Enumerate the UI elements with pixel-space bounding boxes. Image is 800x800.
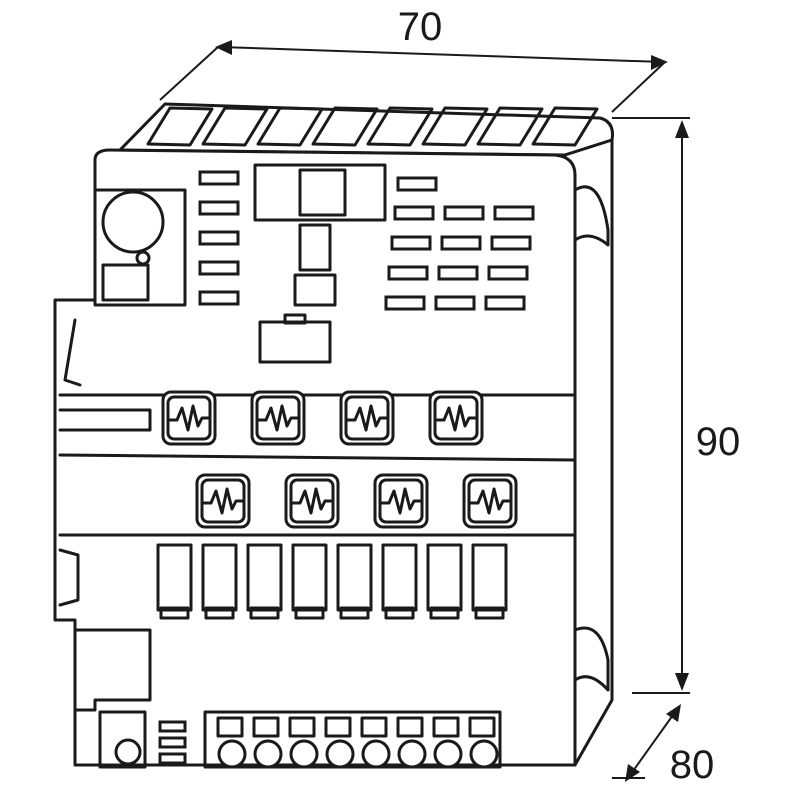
indicator-led bbox=[390, 235, 432, 251]
vent-slot bbox=[366, 106, 434, 147]
indicator-led bbox=[490, 235, 532, 251]
vent-slot bbox=[146, 106, 214, 147]
fuse-modules bbox=[161, 390, 518, 529]
top-vents bbox=[146, 106, 599, 147]
fuse-symbol-icon bbox=[468, 487, 512, 515]
relay-slot[interactable] bbox=[291, 543, 328, 620]
terminal-screw[interactable] bbox=[433, 739, 463, 769]
center-slot-module bbox=[253, 163, 387, 364]
terminal-screw[interactable] bbox=[469, 739, 499, 769]
indicator-led bbox=[393, 205, 435, 221]
indicator-led bbox=[198, 170, 240, 186]
depth-dimension: 80 bbox=[612, 704, 714, 787]
indicator-led bbox=[198, 260, 240, 276]
relay-slot[interactable] bbox=[201, 543, 238, 620]
fuse-symbol-icon bbox=[434, 404, 478, 432]
indicator-led bbox=[434, 295, 476, 311]
fuse-module[interactable] bbox=[250, 390, 306, 446]
bottom-terminal-block bbox=[98, 710, 502, 769]
indicator-led bbox=[198, 230, 240, 246]
indicator-led bbox=[493, 205, 535, 221]
right-indicator-grid bbox=[384, 176, 535, 311]
terminal-screw[interactable] bbox=[397, 739, 427, 769]
indicator-led bbox=[396, 176, 438, 192]
fuse-symbol-icon bbox=[256, 404, 300, 432]
left-indicator-column bbox=[198, 170, 240, 306]
fuse-module[interactable] bbox=[339, 390, 395, 446]
vent-slot bbox=[476, 106, 544, 147]
fuse-symbol-icon bbox=[379, 487, 423, 515]
vent-slot bbox=[256, 106, 324, 147]
fuse-symbol-icon bbox=[290, 487, 334, 515]
fuse-symbol-icon bbox=[345, 404, 389, 432]
indicator-led bbox=[198, 200, 240, 216]
terminal-screw[interactable] bbox=[325, 739, 355, 769]
height-label: 90 bbox=[696, 420, 741, 464]
dip-switch[interactable] bbox=[258, 320, 332, 364]
height-dimension: 90 bbox=[612, 117, 741, 694]
fuse-module[interactable] bbox=[161, 390, 217, 446]
indicator-led bbox=[440, 235, 482, 251]
relay-slot[interactable] bbox=[471, 543, 508, 620]
indicator-led bbox=[443, 205, 485, 221]
indicator-led bbox=[387, 265, 429, 281]
terminal-screw[interactable] bbox=[217, 739, 247, 769]
terminal-screw[interactable] bbox=[253, 739, 283, 769]
control-panel bbox=[93, 163, 535, 364]
indicator-led bbox=[487, 265, 529, 281]
relay-slot[interactable] bbox=[156, 543, 193, 620]
relay-slot[interactable] bbox=[426, 543, 463, 620]
relay-slot[interactable] bbox=[381, 543, 418, 620]
fuse-module[interactable] bbox=[462, 473, 518, 529]
fuse-symbol-icon bbox=[167, 404, 211, 432]
fuse-symbol-icon bbox=[201, 487, 245, 515]
indicator-led bbox=[484, 295, 526, 311]
terminal-screw[interactable] bbox=[289, 739, 319, 769]
relay-slot[interactable] bbox=[336, 543, 373, 620]
adjustment-knob[interactable] bbox=[101, 190, 165, 254]
fuse-module[interactable] bbox=[373, 473, 429, 529]
vent-slot bbox=[421, 106, 489, 147]
fuse-module[interactable] bbox=[428, 390, 484, 446]
width-dimension: 70 bbox=[159, 5, 668, 113]
vent-slot bbox=[201, 106, 269, 147]
relay-slots bbox=[156, 543, 508, 620]
width-label: 70 bbox=[398, 5, 443, 49]
vent-slot bbox=[531, 106, 599, 147]
fuse-module[interactable] bbox=[195, 473, 251, 529]
housing-top bbox=[118, 102, 614, 157]
vent-slot bbox=[311, 106, 379, 147]
fuse-module[interactable] bbox=[284, 473, 340, 529]
terminal-screw[interactable] bbox=[361, 739, 391, 769]
depth-label: 80 bbox=[670, 743, 715, 787]
terminal-screw[interactable] bbox=[114, 738, 142, 766]
indicator-led bbox=[198, 290, 240, 306]
indicator-led bbox=[384, 295, 426, 311]
relay-slot[interactable] bbox=[246, 543, 283, 620]
indicator-led bbox=[437, 265, 479, 281]
